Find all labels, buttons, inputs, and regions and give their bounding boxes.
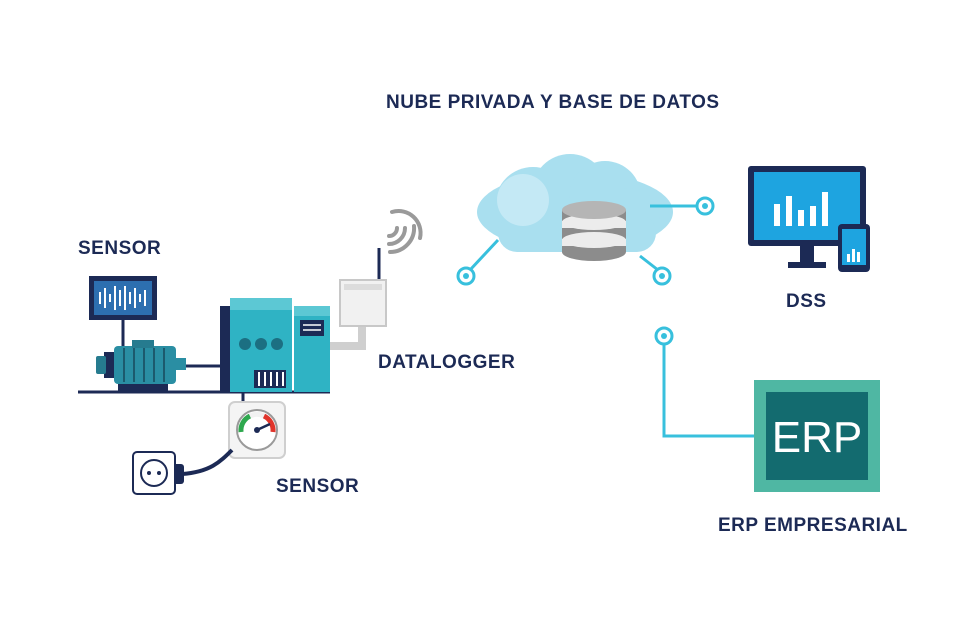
sensor-monitor-icon	[89, 276, 157, 348]
industrial-machine-icon	[220, 298, 330, 392]
power-socket-icon	[132, 451, 176, 495]
power-cable	[181, 448, 234, 476]
dss-label: DSS	[786, 291, 827, 312]
cloud-title: NUBE PRIVADA Y BASE DE DATOS	[386, 92, 720, 113]
gauge-sensor-icon	[228, 401, 286, 459]
connector-node-dot	[463, 273, 469, 279]
erp-label: ERP EMPRESARIAL	[718, 515, 908, 536]
electric-motor-icon	[96, 340, 222, 392]
datalogger-label: DATALOGGER	[378, 352, 516, 373]
erp-box-text: ERP	[772, 413, 862, 462]
pipe-connector	[330, 326, 366, 350]
connector-node-dot	[661, 333, 667, 339]
datalogger-antenna-icon	[339, 248, 387, 327]
connector-node	[456, 196, 715, 346]
sensor-label-top: SENSOR	[78, 238, 162, 259]
connectors	[468, 204, 754, 438]
connector-node-dot	[659, 273, 665, 279]
erp-box-icon: ERP	[754, 380, 880, 492]
connector-node-dot	[702, 203, 708, 209]
database-icon	[562, 201, 626, 261]
smartphone-icon	[838, 224, 870, 272]
wifi-signal-icon	[387, 209, 423, 255]
sensor-label-bottom: SENSOR	[276, 476, 360, 497]
